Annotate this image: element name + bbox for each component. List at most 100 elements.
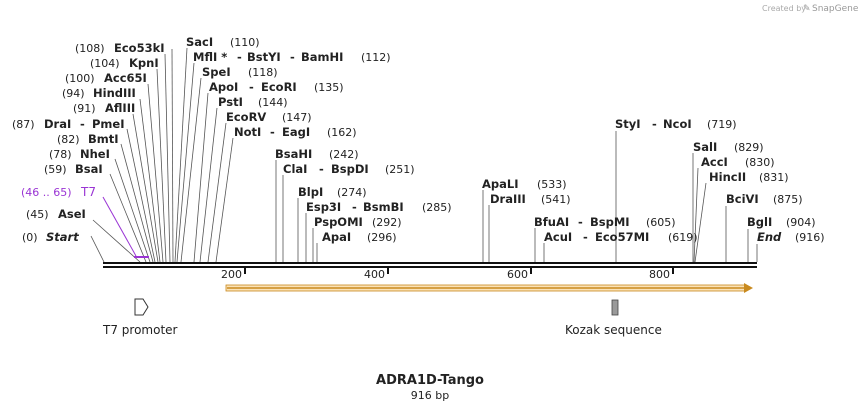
site-sali[interactable]: SalI (829) [693,140,764,154]
feature-t7-promoter[interactable]: T7 promoter [102,298,178,337]
site-position: (829) [734,141,764,154]
site-name: AseI [58,207,86,221]
site-esp3i-bsmbi[interactable]: Esp3I - BsmBI (285) [306,200,452,214]
site-name: MflI * [193,50,227,64]
site-acci[interactable]: AccI (830) [701,155,775,169]
site-name: SalI [693,140,717,154]
site-pspomi[interactable]: PspOMI (292) [314,215,402,229]
site-spei[interactable]: SpeI (118) [202,65,278,79]
start-label: Start [46,230,79,244]
site-name: Esp3I [306,200,341,214]
sequence-backbone[interactable] [103,262,757,268]
site-eco53ki[interactable]: (108) Eco53kI [75,41,165,55]
site-name: BsaI [75,162,103,176]
site-name-alt: PmeI [92,117,125,131]
site-position: (541) [541,193,571,206]
ruler-label-200: 200 [221,268,242,281]
site-position: (875) [773,193,803,206]
site-afliii[interactable]: (91) AflIII [73,101,135,115]
site-bcivi[interactable]: BciVI (875) [726,192,803,206]
site-bgli[interactable]: BglI (904) [747,215,816,229]
promoter-arrow-icon [134,298,149,316]
site-kpni[interactable]: (104) KpnI [90,56,159,70]
site-apoi-ecori[interactable]: ApoI - EcoRI (135) [209,80,344,94]
map-start[interactable]: (0) Start [22,230,79,244]
ruler-label-800: 800 [649,268,670,281]
snapgene-credit: Created by ✎ SnapGene [762,4,859,14]
site-name: BmtI [88,132,119,146]
site-name: BfuAI [534,215,569,229]
site-clai-bspdi[interactable]: ClaI - BspDI (251) [283,162,415,176]
site-blpi[interactable]: BlpI (274) [298,185,367,199]
site-name: KpnI [129,56,159,70]
site-nhei[interactable]: (78) NheI [49,147,110,161]
site-position: (533) [537,178,567,191]
site-mfli-bstyi-bamhi[interactable]: MflI * - BstYI - BamHI (112) [193,50,391,64]
site-position: (91) [73,102,96,115]
svg-text:-: - [270,125,275,139]
site-bsai[interactable]: (59) BsaI [44,162,103,176]
site-asei[interactable]: (45) AseI [26,207,86,221]
site-name: Eco53kI [114,41,165,55]
primer-range: (46 .. 65) [21,186,72,199]
site-bmti[interactable]: (82) BmtI [57,132,119,146]
site-bfuai-bspmi[interactable]: BfuAI - BspMI (605) [534,215,676,229]
site-position: (242) [329,148,359,161]
site-acc65i[interactable]: (100) Acc65I [65,71,147,85]
start-position: (0) [22,231,38,244]
site-position: (605) [646,216,676,229]
primer-name: T7 [80,185,96,199]
site-position: (251) [385,163,415,176]
site-hindiii[interactable]: (94) HindIII [62,86,136,100]
site-position: (94) [62,87,85,100]
site-name-alt: BsmBI [363,200,404,214]
primer-t7[interactable]: (46 .. 65) T7 [21,185,96,199]
site-position: (82) [57,133,80,146]
svg-text:-: - [249,80,254,94]
site-draiii[interactable]: DraIII (541) [490,192,571,206]
site-name: NotI [234,125,261,139]
site-name: ApaI [322,230,351,244]
site-position: (274) [337,186,367,199]
snapgene-logo-icon: ✎ [803,4,811,14]
svg-text:-: - [80,117,85,131]
site-hincii[interactable]: HincII (831) [709,170,789,184]
site-position: (292) [372,216,402,229]
site-saci[interactable]: SacI (110) [186,35,260,49]
site-position: (118) [248,66,278,79]
site-name: AcuI [544,230,572,244]
orf-arrow[interactable] [225,283,753,293]
site-bsahi[interactable]: BsaHI (242) [275,147,359,161]
site-name: BlpI [298,185,323,199]
site-acui-eco57mi[interactable]: AcuI - Eco57MI (619) [544,230,698,244]
site-apai[interactable]: ApaI (296) [322,230,397,244]
svg-text:-: - [319,162,324,176]
feature-label: Kozak sequence [565,323,662,337]
site-noti-eagi[interactable]: NotI - EagI (162) [234,125,357,139]
site-position: (147) [282,111,312,124]
ruler-tick-200 [244,268,246,274]
site-styi-ncoi[interactable]: StyI - NcoI (719) [615,117,737,131]
svg-text:-: - [290,50,295,64]
site-name: StyI [615,117,641,131]
site-name: AflIII [105,101,135,115]
site-name: PspOMI [314,215,363,229]
site-name: BsaHI [275,147,312,161]
ruler-label-400: 400 [364,268,385,281]
site-position: (135) [314,81,344,94]
feature-label: T7 promoter [102,323,178,337]
credit-brand: SnapGene [812,4,859,14]
site-psti[interactable]: PstI (144) [218,95,288,109]
site-drai-pmei[interactable]: (87) DraI - PmeI [12,117,125,131]
site-apali[interactable]: ApaLI (533) [482,177,567,191]
site-name-alt: EcoRI [261,80,297,94]
map-end[interactable]: End (916) [757,230,825,244]
site-position: (108) [75,42,105,55]
site-position: (830) [745,156,775,169]
site-ecorv[interactable]: EcoRV (147) [226,110,312,124]
site-name: HindIII [93,86,136,100]
svg-text:-: - [237,50,242,64]
site-name: BciVI [726,192,759,206]
site-position: (112) [361,51,391,64]
feature-kozak-sequence[interactable]: Kozak sequence [565,299,662,337]
